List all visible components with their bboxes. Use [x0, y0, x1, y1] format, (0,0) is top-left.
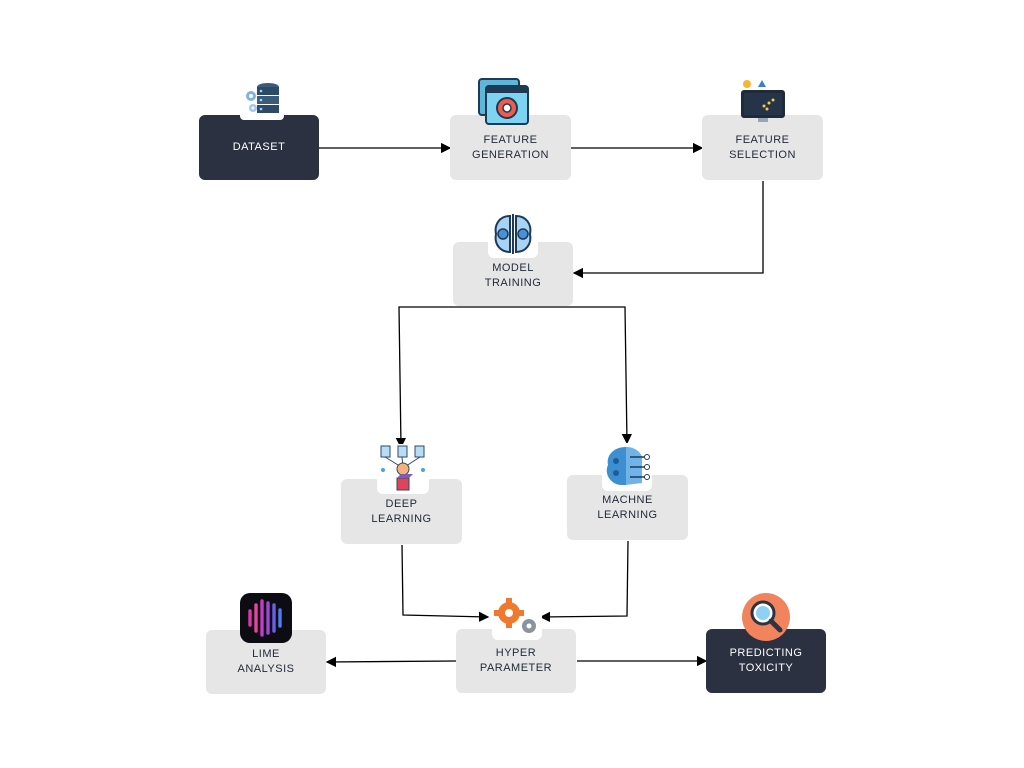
lime-logo-icon [240, 593, 292, 643]
node-lime-analysis-label: LIME ANALYSIS [237, 648, 295, 675]
edge-machine-learning-to-hyper-parameter [539, 540, 629, 623]
node-dataset[interactable]: DATASET [199, 115, 319, 180]
gears-icon [492, 596, 542, 640]
node-machine-learning-label: MACHNE LEARNING [597, 493, 658, 521]
brain-circuit-icon [488, 210, 538, 258]
node-lime-analysis[interactable]: LIME ANALYSIS [206, 630, 326, 694]
edge-model-training-to-machine-learning [512, 306, 633, 445]
monitor-chart-icon [741, 80, 785, 122]
database-gear-icon [240, 82, 284, 120]
node-deep-learning-label: DEEP LEARNING [371, 497, 432, 525]
edge-feature-selection-to-model-training [572, 181, 764, 279]
node-feature-generation[interactable]: FEATURE GENERATION [450, 115, 571, 180]
node-dataset-label: DATASET [232, 141, 286, 153]
node-feature-generation-label: FEATURE GENERATION [472, 133, 549, 161]
edge-model-training-to-deep-learning [395, 306, 512, 449]
node-predicting-toxicity-label: PREDICTING TOXICITY [729, 647, 803, 674]
neural-network-icon [377, 444, 429, 494]
node-model-training-label: MODEL TRAINING [484, 262, 542, 289]
edge-hyper-parameter-to-lime-analysis [325, 656, 457, 668]
node-hyper-parameter-label: HYPER PARAMETER [479, 647, 553, 674]
node-feature-selection-label: FEATURE SELECTION [729, 133, 796, 161]
brain-network-icon [602, 443, 652, 491]
node-feature-selection[interactable]: FEATURE SELECTION [702, 115, 823, 180]
edge-deep-learning-to-hyper-parameter [401, 544, 490, 622]
magnifier-icon [742, 593, 790, 641]
window-gear-icon [478, 78, 529, 125]
